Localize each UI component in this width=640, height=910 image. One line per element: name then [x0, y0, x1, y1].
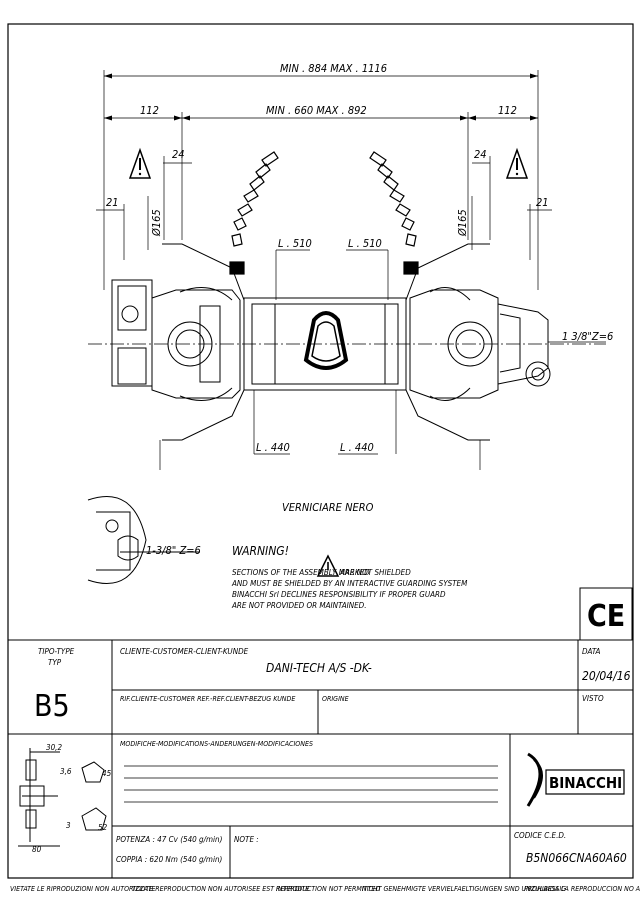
warning-line-1: SECTIONS OF THE ASSEMBLY MARKED [232, 568, 370, 577]
modifiche-label: MODIFICHE-MODIFICATIONS-ANDERUNGEN-MODIF… [120, 740, 313, 748]
binacchi-logo: BINACCHI [526, 752, 625, 807]
dim-right-24: 24 [474, 148, 487, 161]
modification-lines [124, 765, 498, 803]
warning-title: WARNING! [232, 544, 289, 558]
sheet-border [7, 23, 634, 879]
len-upper-right: L . 510 [348, 237, 382, 250]
spline-detail-text: 1-3/8" Z=6 [146, 544, 201, 557]
dim-30-2: 30,2 [46, 743, 62, 752]
paint-note: VERNICIARE NERO [282, 501, 374, 514]
visto-label: VISTO [582, 694, 604, 703]
len-upper-left: L . 510 [278, 237, 312, 250]
dia-right-text: Ø165 [456, 209, 469, 237]
coppia-text: COPPIA : 620 Nm (540 g/min) [116, 855, 223, 864]
dim-3-6: 3,6 [60, 767, 72, 776]
length-leaders [253, 249, 606, 455]
tipo-value: B5 [34, 689, 70, 724]
data-value: 20/04/16 [582, 669, 631, 683]
data-label: DATA [582, 647, 601, 656]
typ-label: TYP [48, 658, 62, 667]
warning-line-2: AND MUST BE SHIELDED BY AN INTERACTIVE G… [231, 579, 468, 588]
tipo-label: TIPO-TYPE [38, 647, 75, 656]
safety-chains [229, 151, 419, 275]
rif-label: RIF.CLIENTE-CUSTOMER REF.-REF.CLIENT-BEZ… [120, 695, 295, 703]
warning-line-4: ARE NOT PROVIDED OR MAINTAINED. [231, 601, 367, 610]
cliente-label: CLIENTE-CUSTOMER-CLIENT-KUNDE [120, 647, 249, 656]
warning-line-1b: ARE NOT SHIELDED [339, 568, 411, 577]
dim-right-112: 112 [498, 104, 517, 117]
dimension-lines [88, 70, 606, 470]
dim-inner-text: MIN . 660 MAX . 892 [266, 104, 367, 117]
dim-80: 80 [32, 845, 42, 854]
warning-line-3: BINACCHI Srl DECLINES RESPONSIBILITY IF … [232, 590, 446, 599]
warning-triangle-icon [505, 147, 529, 179]
detail-view [87, 495, 200, 585]
dim-3: 3 [66, 821, 71, 830]
potenza-text: POTENZA : 47 Cv (540 g/min) [116, 835, 223, 844]
ce-mark: CE [587, 599, 625, 634]
dimension-arrows [104, 73, 538, 121]
joint-sketch [18, 748, 107, 847]
dim-total-text: MIN . 884 MAX . 1116 [280, 62, 387, 75]
note-label: NOTE : [234, 835, 259, 844]
dia-left-text: Ø165 [150, 209, 163, 237]
dim-left-24: 24 [172, 148, 185, 161]
footer-notice-1: VIETATE LE RIPRODUZIONI NON AUTORIZZATE [10, 885, 156, 893]
dim-right-21: 21 [536, 196, 549, 209]
dim-left-112: 112 [140, 104, 159, 117]
warning-inline-triangle-icon [316, 554, 340, 577]
len-lower-left: L . 440 [256, 441, 290, 454]
dim-left-21: 21 [106, 196, 119, 209]
warning-triangle-icon [128, 147, 152, 179]
len-lower-right: L . 440 [340, 441, 374, 454]
codice-label: CODICE C.E.D. [514, 831, 566, 840]
footer-notice-2: TOUTE REPRODUCTION NON AUTORISEE EST INT… [132, 885, 309, 893]
title-block-grid [8, 639, 633, 878]
cliente-value: DANI-TECH A/S -DK- [266, 661, 372, 675]
footer-notice-4: NICHT GENEHMIGTE VERVIELFAELTIGUNGEN SIN… [362, 885, 566, 893]
brand-text: BINACCHI [549, 774, 622, 792]
dim-45: 45 [102, 769, 112, 778]
footer-notice-5: PROHIBIDA LA REPRODUCCION NO AUTORIZADA [524, 885, 640, 893]
codice-value: B5N066CNA60A60 [526, 851, 627, 865]
dim-52: 52 [98, 823, 108, 832]
footer-notice-3: REPRODUCTION NOT PERMITTED [276, 885, 380, 893]
origine-label: ORIGINE [322, 695, 349, 703]
shaft-assembly [111, 243, 551, 441]
spline-right-text: 1 3/8"Z=6 [562, 330, 613, 343]
